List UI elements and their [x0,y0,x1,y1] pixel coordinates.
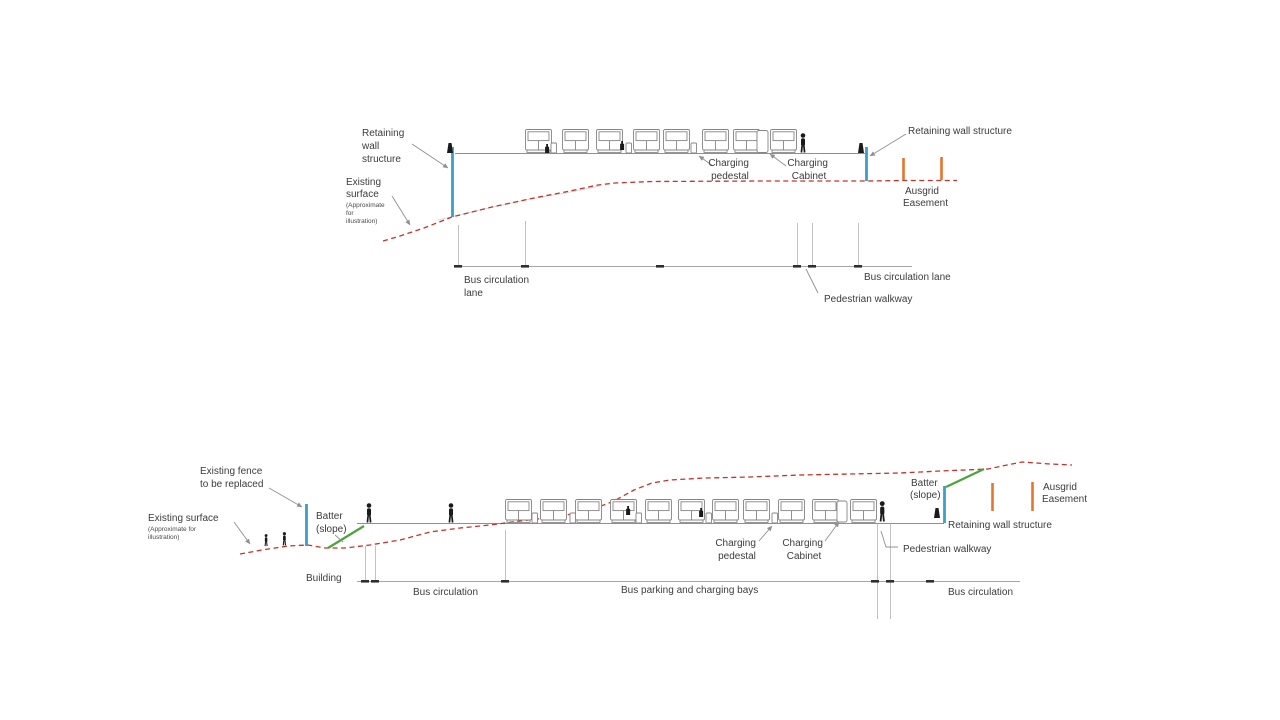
label-bus-circulation-lane-right: Bus circulation lane [864,272,951,283]
label-bus-circulation-lane-left: Bus circulation lane [464,275,532,299]
label-building: Building [306,573,342,584]
bus-icon [633,129,660,153]
bus-icon [610,499,637,523]
label-existing-fence: Existing fence to be replaced [200,466,265,490]
label-charging-cabinet-bottom: Charging Cabinet [782,538,825,562]
label-charging-pedestal-top: Charging pedestal [708,158,751,182]
bus-icon [540,499,567,523]
wall-post-icon [447,143,453,153]
dimension-tick [501,580,509,583]
bus-icon [596,129,623,153]
label-bus-circulation-left: Bus circulation [413,587,478,598]
dimension-tick [521,265,529,268]
bottom-bus-row [505,499,877,523]
leader-line [880,530,898,548]
label-retaining-wall-left: Retaining wall structure [361,128,407,165]
leader-line [769,153,787,167]
leader-line [869,133,907,157]
charging-cabinet-icon [756,130,769,153]
bus-icon [733,129,760,153]
dimension-tick [854,265,862,268]
person-icon [264,533,269,547]
leader-line [411,143,449,169]
dimension-tick [656,265,664,268]
label-bus-parking-charging: Bus parking and charging bays [621,585,758,596]
charging-pedestal-icon [690,142,697,154]
label-retaining-wall-bottom: Retaining wall structure [948,520,1052,531]
charging-pedestal-icon [705,512,712,524]
charging-pedestal-icon [635,512,642,524]
bottom-existing-surface-line [239,461,1073,555]
dimension-tick [361,580,369,583]
bus-icon [663,129,690,153]
person-icon [365,502,373,524]
dimension-tick [454,265,462,268]
label-pedestrian-walkway-bottom: Pedestrian walkway [903,544,991,555]
bus-icon [702,129,729,153]
label-charging-pedestal-bottom: Charging pedestal [715,538,758,562]
leader-line [758,525,773,542]
dimension-tick [808,265,816,268]
bus-icon [562,129,589,153]
person-icon [799,132,807,154]
top-section: Retaining wall structure Existing surfac… [346,126,1012,305]
label-ausgrid-easement-bottom: Ausgrid Easement [1042,482,1087,505]
leader-line [233,521,251,545]
charging-cabinet-icon [836,500,848,523]
bus-icon [812,499,839,523]
dimension-tick [926,580,934,583]
dimension-tick [371,580,379,583]
dimension-tick [793,265,801,268]
label-existing-surface-top: Existing surface [346,177,384,200]
leader-line [334,534,344,543]
dimension-tick [886,580,894,583]
bus-icon [770,129,797,153]
label-existing-surface-note-top: (Approximate for illustration) [346,202,386,225]
leader-line [805,268,819,294]
charging-pedestal-icon [531,512,538,524]
label-bus-circulation-right: Bus circulation [948,587,1013,598]
bus-icon [505,499,532,523]
label-existing-surface-note-bottom: (Approximate for illustration) [148,526,198,541]
charging-pedestal-icon [625,142,632,154]
leader-line [268,487,303,508]
charging-pedestal-icon [771,512,778,524]
label-ausgrid-easement-top: Ausgrid Easement [903,186,948,209]
leader-line [824,521,840,542]
wall-post-icon [858,143,864,153]
top-existing-surface-line [382,179,957,242]
charging-pedestal-icon [550,142,557,154]
label-batter-left: Batter (slope) [316,511,347,535]
bus-icon [743,499,770,523]
leader-line [391,195,411,226]
bus-icon [575,499,602,523]
label-charging-cabinet-top: Charging Cabinet [787,158,830,182]
dimension-tick [871,580,879,583]
bottom-section: Existing fence to be replaced Existing s… [148,461,1087,619]
bus-icon [778,499,805,523]
wall-post-icon [934,508,940,518]
person-icon [447,502,455,524]
label-existing-surface-bottom: Existing surface [148,513,219,524]
bus-icon [645,499,672,523]
label-batter-right: Batter (slope) [910,478,941,501]
charging-pedestal-icon [569,512,576,524]
batter-slope-left-icon [327,525,365,549]
person-icon [878,500,886,523]
bus-icon [850,499,877,523]
label-pedestrian-walkway-top: Pedestrian walkway [824,294,912,305]
leader-line [698,155,714,167]
person-icon [282,531,287,546]
label-retaining-wall-right-top: Retaining wall structure [908,126,1012,137]
batter-slope-right-icon [945,468,985,488]
bus-icon [712,499,739,523]
top-bus-row [525,129,797,153]
top-slope-guide-line [437,185,601,221]
